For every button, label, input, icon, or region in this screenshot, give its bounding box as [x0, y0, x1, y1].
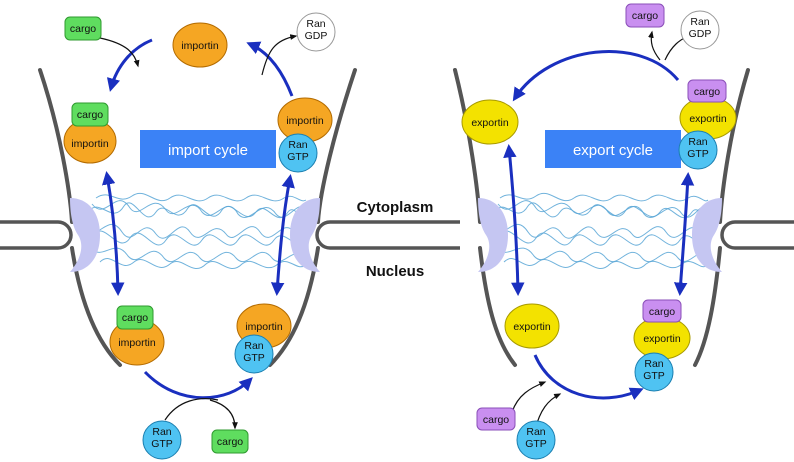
import-cargo-importin-complex: cargo importin: [63, 102, 117, 164]
nuclear-envelope: [0, 220, 794, 250]
import-arrow-bind-cargo: [106, 38, 153, 92]
cargo-label: cargo: [217, 436, 243, 448]
import-cargo-free-top: cargo: [64, 16, 102, 41]
export-arrow-complex-formation: [533, 354, 644, 401]
nucleus-label: Nucleus: [366, 263, 424, 280]
cargo-label: cargo: [70, 23, 96, 35]
importin-label: importin: [71, 138, 109, 150]
export-arrow-left-translocation: [503, 143, 525, 297]
cargo-label: cargo: [483, 414, 509, 426]
import-cycle-title-box: [140, 130, 276, 168]
export-arrow-right-translocation: [673, 171, 695, 297]
import-arrow-release-to-cytoplasm: [246, 41, 294, 97]
export-arrow-release-to-cytoplasm: [512, 50, 680, 102]
exportin-label: exportin: [689, 113, 727, 125]
import-cycle-title: import cycle: [168, 142, 248, 159]
exportin-label: exportin: [513, 321, 551, 333]
import-arrow-cargo-in: [99, 37, 140, 68]
exportin-label: exportin: [471, 117, 509, 129]
export-arrow-cargo-in: [511, 381, 547, 413]
cargo-label: cargo: [77, 109, 103, 121]
cargo-label: cargo: [632, 10, 658, 22]
import-arrow-ran-gtp-in: [164, 398, 219, 421]
importin-label: importin: [118, 337, 156, 349]
import-arrow-left-translocation: [101, 171, 125, 297]
import-arrow-right-translocation: [270, 174, 295, 297]
export-cycle-title: export cycle: [573, 142, 653, 159]
import-arrow-cargo-release: [143, 370, 253, 400]
cytoplasm-label: Cytoplasm: [357, 199, 434, 216]
cargo-label: cargo: [122, 312, 148, 324]
importin-label: importin: [286, 115, 324, 127]
cargo-label: cargo: [649, 306, 675, 318]
import-cargo-free-bottom: cargo: [211, 429, 249, 454]
importin-label: importin: [181, 40, 219, 52]
fg-nup-mesh-export: [491, 193, 709, 269]
import-cargo-importin-complex-nucleus: cargo importin: [109, 305, 165, 366]
export-cargo-free-top: cargo: [625, 3, 665, 28]
pore-walls: [38, 68, 750, 367]
export-exportin-free-left: exportin: [461, 99, 519, 145]
export-cycle-title-box: [545, 130, 681, 168]
exportin-label: exportin: [643, 333, 681, 345]
export-exportin-free-nucleus: exportin: [504, 303, 560, 349]
cargo-label: cargo: [694, 86, 720, 98]
pore-proteins: [70, 198, 722, 272]
fg-nup-mesh-import: [85, 193, 309, 269]
import-importin-free-top: importin: [172, 22, 228, 68]
import-arrow-ran-gdp-out: [261, 34, 298, 76]
importin-label: importin: [245, 321, 283, 333]
export-arrow-cargo-out: [648, 30, 661, 61]
export-cargo-free-bottom: cargo: [476, 407, 516, 431]
import-arrow-cargo-out: [209, 399, 238, 430]
